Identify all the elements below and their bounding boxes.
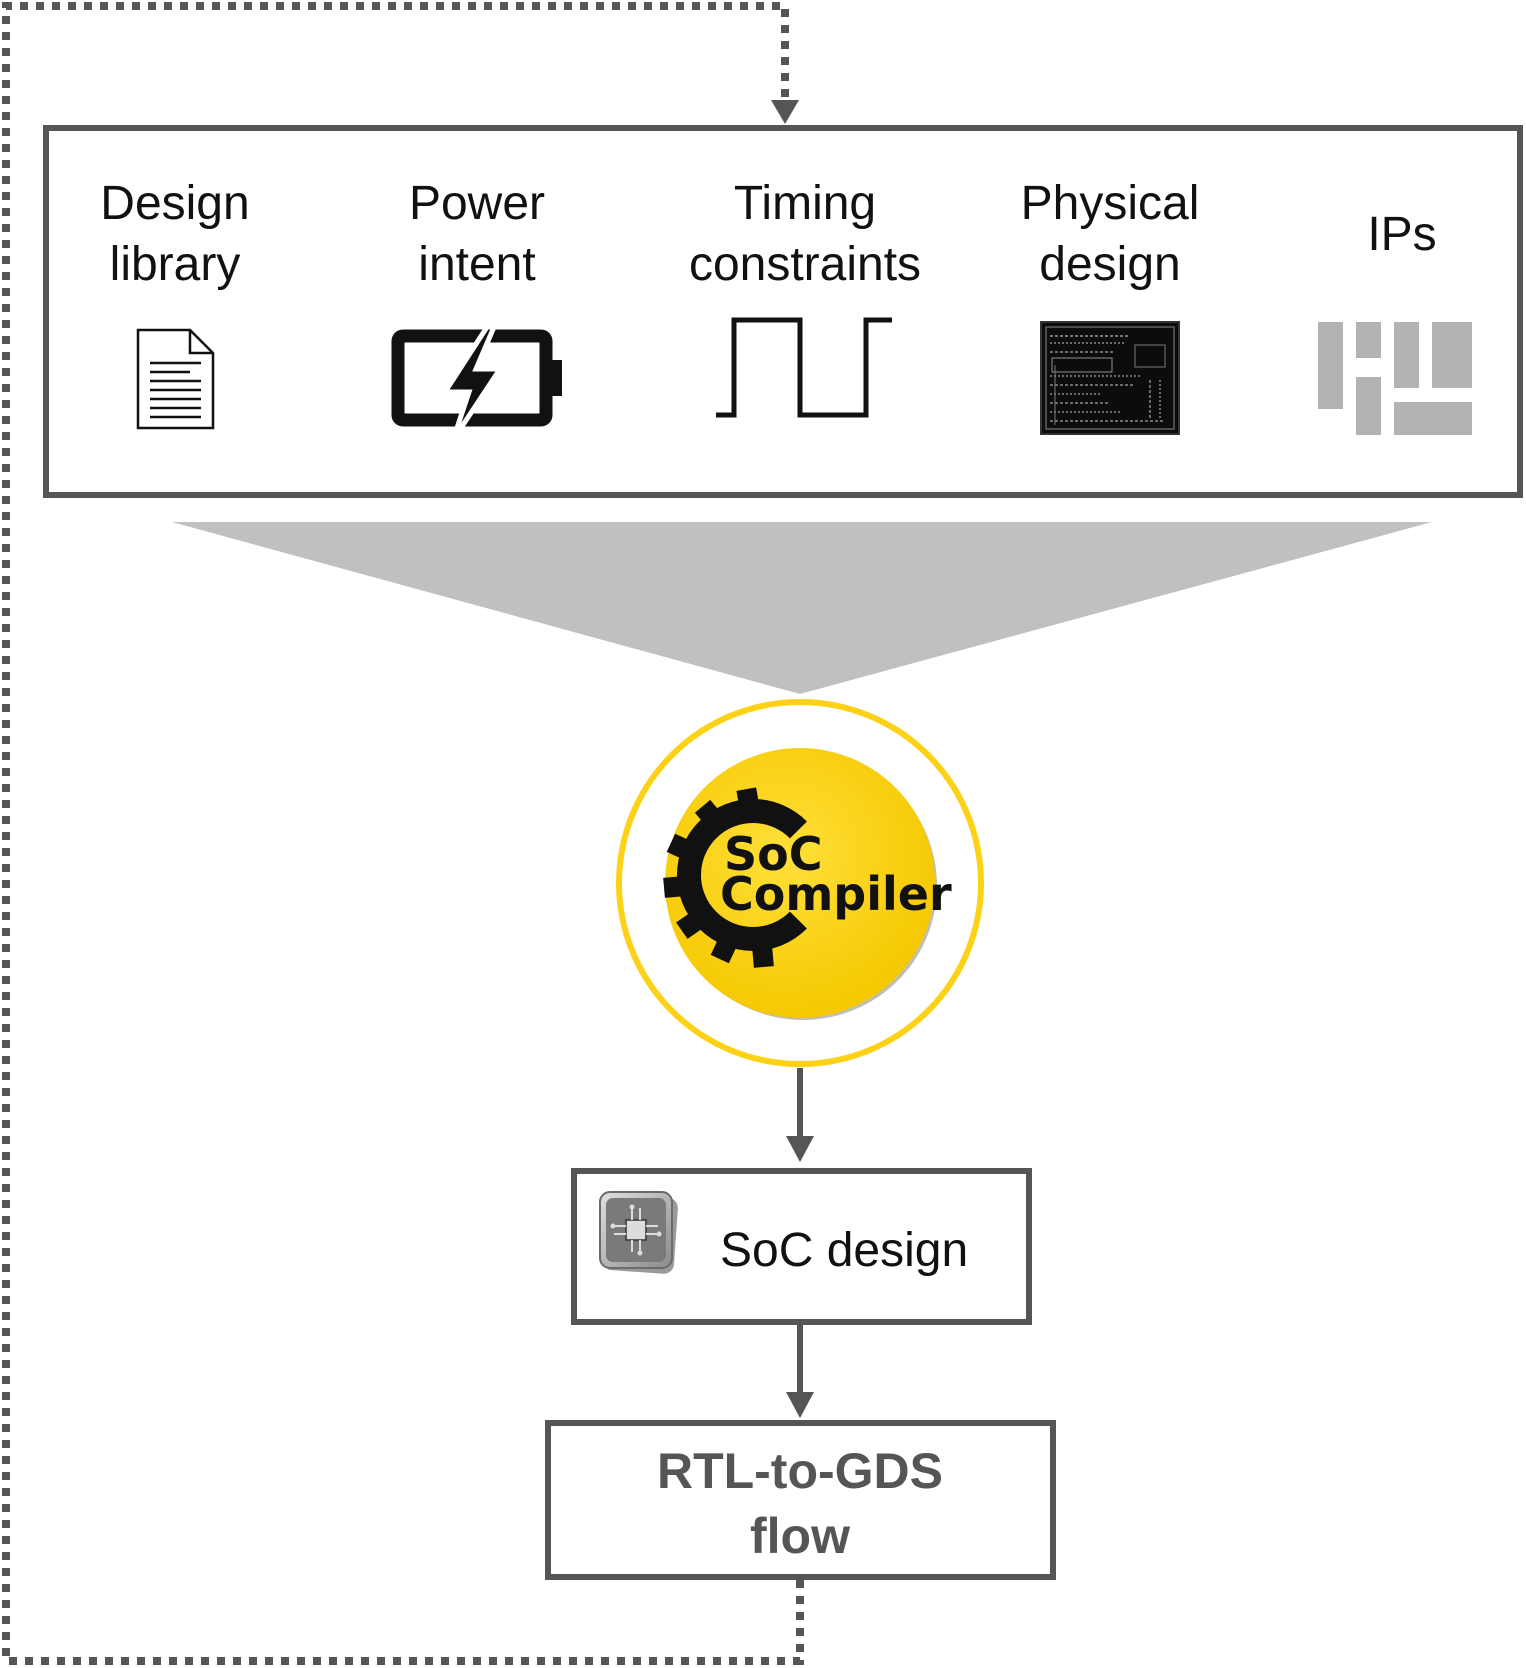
document-icon — [136, 328, 215, 430]
battery-charging-icon — [391, 324, 562, 442]
input-label-physical-design-1: Physical — [1021, 177, 1200, 230]
input-design-library: Design library — [100, 177, 249, 291]
clock-waveform-icon — [716, 317, 892, 418]
input-label-power-intent-1: Power — [409, 177, 545, 230]
gear-icon — [663, 787, 829, 968]
input-label-power-intent-2: intent — [418, 238, 535, 291]
feedback-loop-line — [2, 2, 804, 1665]
inputs-box — [43, 125, 1523, 498]
soc-compiler-logo: SoC Compiler — [616, 699, 984, 1067]
input-label-physical-design-2: design — [1039, 238, 1180, 291]
layout-chip-icon — [1040, 321, 1180, 435]
soc-design-box: SoC design — [571, 1168, 1032, 1325]
input-physical-design: Physical design — [1021, 177, 1200, 291]
compiler-line2: Compiler — [720, 867, 952, 921]
rtl-to-gds-box: RTL-to-GDS flow — [545, 1420, 1056, 1580]
input-timing-constraints: Timing constraints — [689, 177, 921, 291]
arrowhead-compiler-to-soc — [786, 1136, 814, 1162]
feedback-arrowhead — [771, 100, 799, 124]
arrowhead-soc-to-rtl — [786, 1392, 814, 1418]
compiler-line1: SoC — [724, 827, 823, 881]
input-label-timing-constraints-2: constraints — [689, 238, 921, 291]
chip-icon — [599, 1191, 678, 1274]
funnel-shape — [172, 522, 1432, 694]
input-label-design-library-2: library — [110, 238, 241, 291]
rtl-label-line1: RTL-to-GDS — [657, 1443, 943, 1499]
input-label-timing-constraints-1: Timing — [734, 177, 876, 230]
input-power-intent: Power intent — [409, 177, 545, 291]
input-ips: IPs — [1367, 208, 1436, 261]
soc-design-label: SoC design — [720, 1224, 968, 1277]
rtl-label-line2: flow — [750, 1508, 850, 1564]
ip-blocks-icon — [1318, 322, 1472, 435]
input-label-design-library-1: Design — [100, 177, 249, 230]
input-label-ips: IPs — [1367, 208, 1436, 261]
